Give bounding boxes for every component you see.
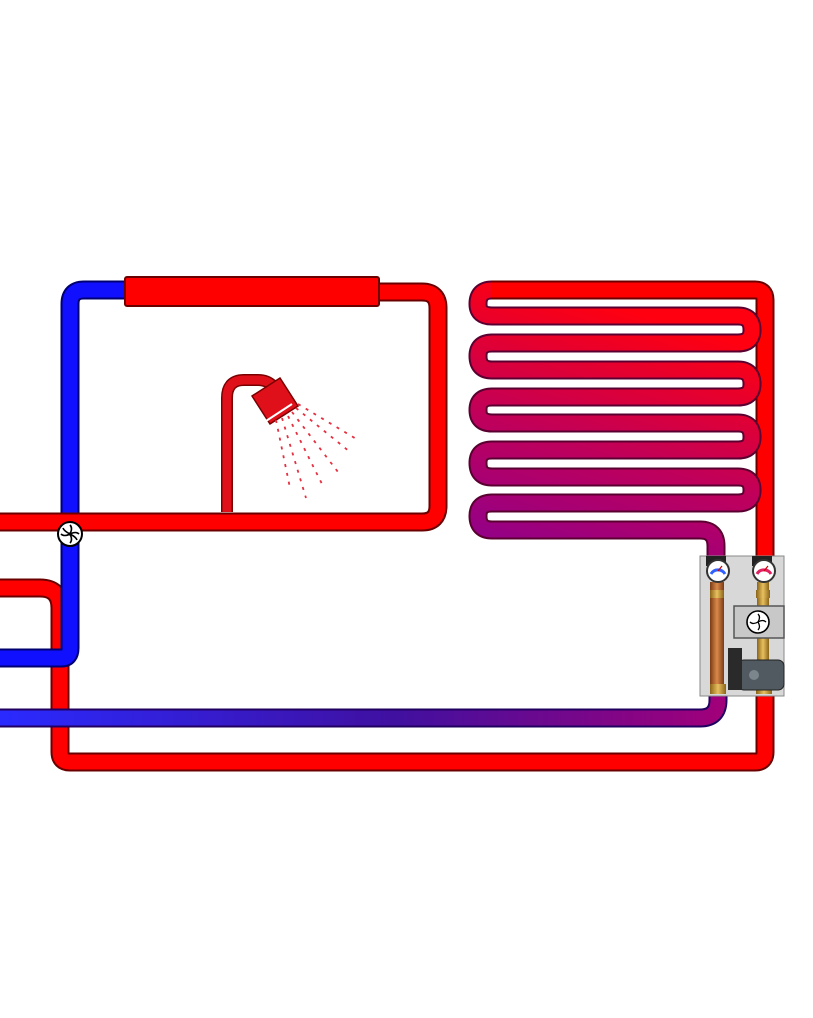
underfloor-heating-loop xyxy=(468,280,762,562)
circulation-pump-icon xyxy=(57,521,83,547)
thermometer-supply xyxy=(706,559,730,583)
cold-water-line xyxy=(0,280,128,668)
return-line xyxy=(0,690,728,728)
shower-head-icon xyxy=(221,374,359,512)
outer-hot-loop xyxy=(0,280,775,772)
hot-water-loop xyxy=(0,282,448,532)
hot-water-tank xyxy=(124,276,380,307)
pump-station-icon xyxy=(699,555,785,697)
shower-spray xyxy=(275,403,359,499)
thermometer-return xyxy=(752,559,776,583)
